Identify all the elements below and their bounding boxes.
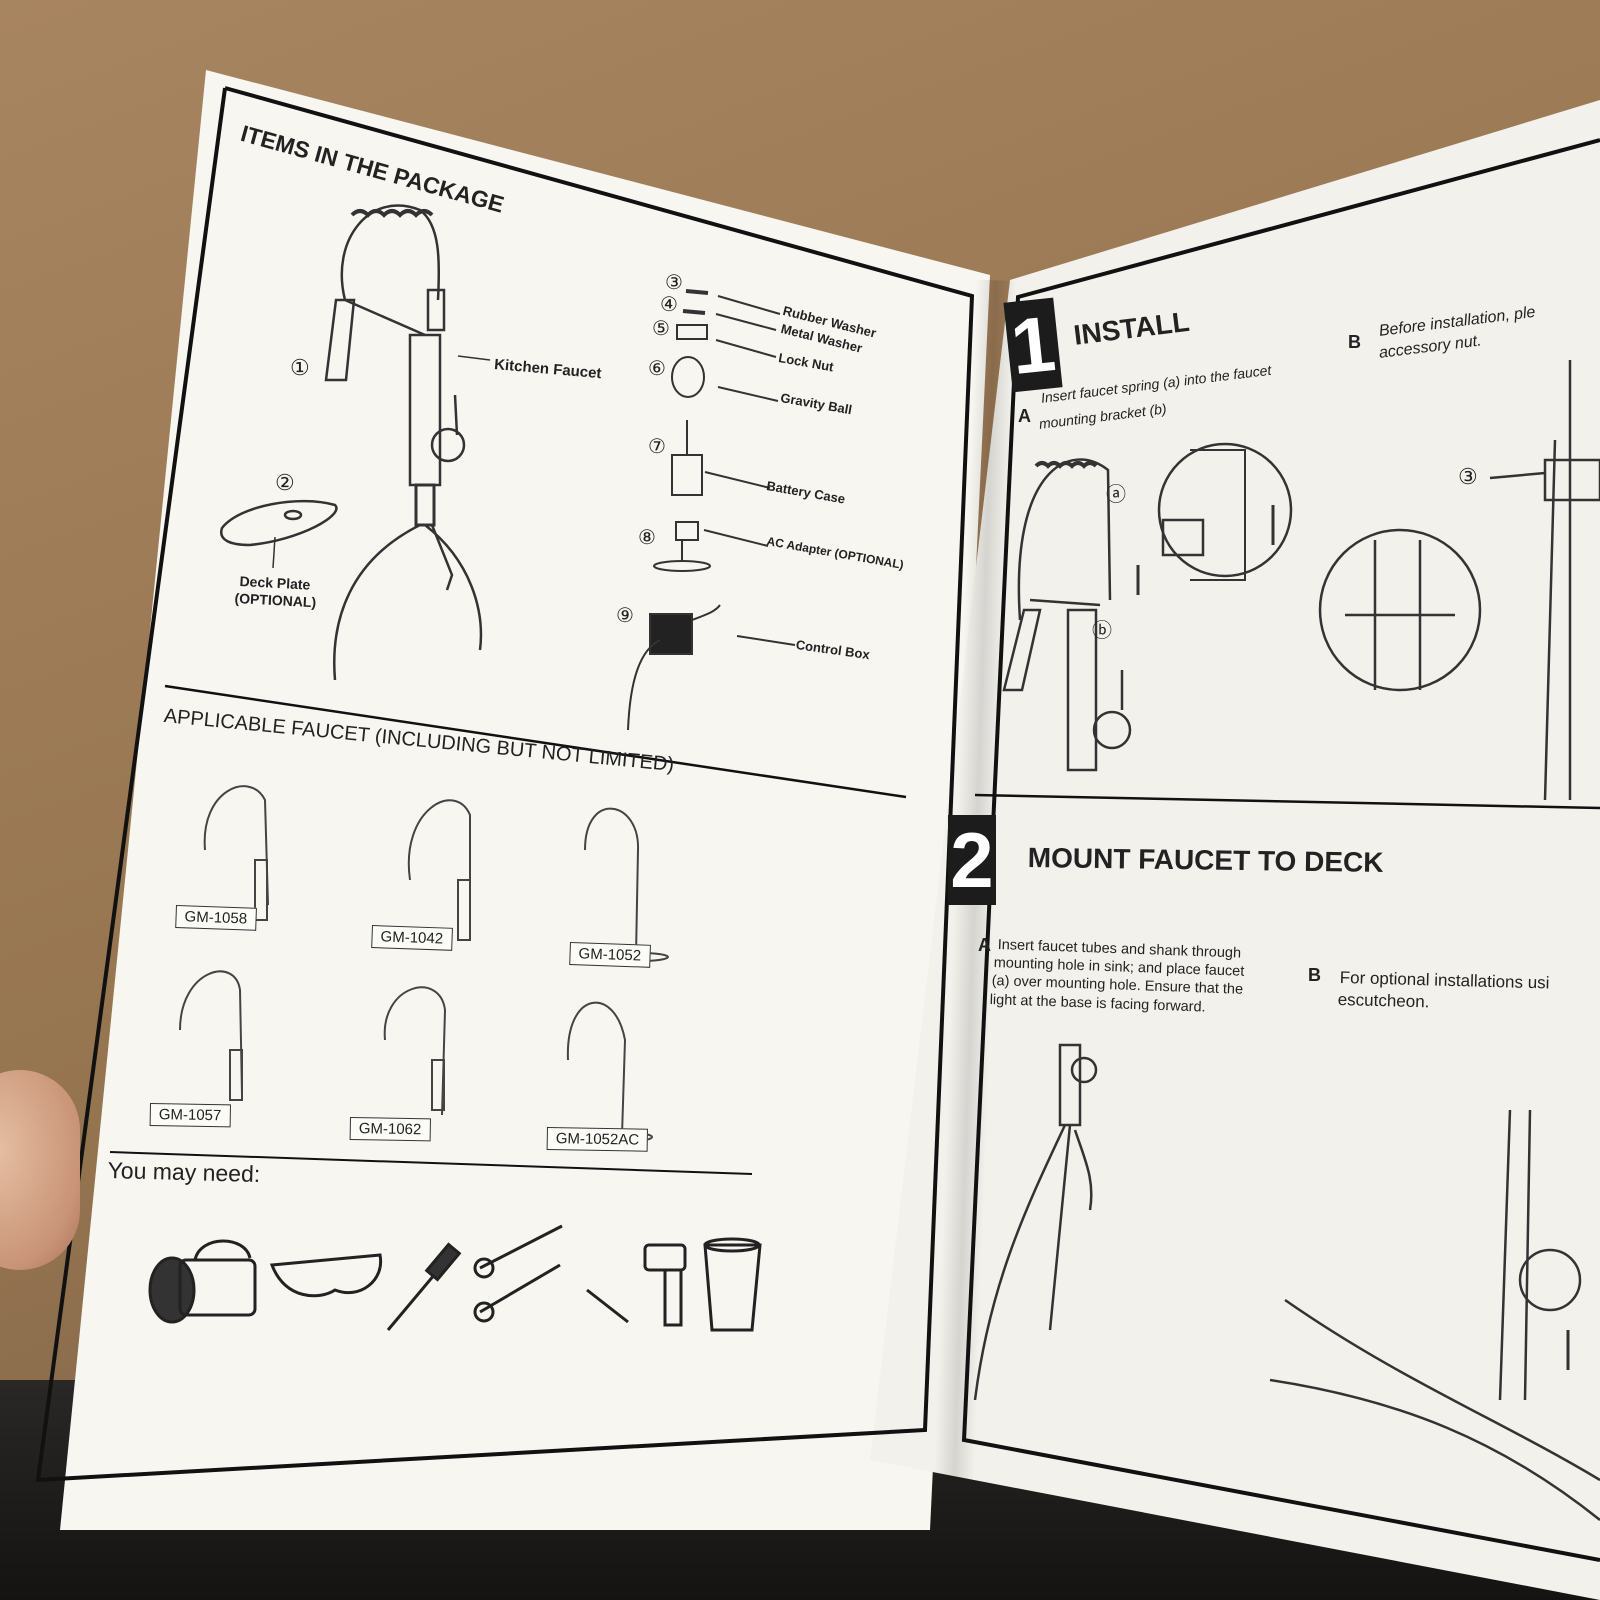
bucket-icon xyxy=(703,1237,762,1332)
small-parts-icons xyxy=(627,289,796,731)
wrench-icon xyxy=(473,1224,563,1323)
step1-a-letter: A xyxy=(1018,406,1031,426)
callout-a: ⓐ xyxy=(1106,484,1126,506)
battery-case-icon xyxy=(671,420,703,496)
pencil-icon xyxy=(586,1288,629,1324)
item-number-9: ⑨ xyxy=(616,605,634,627)
item-number-4: ④ xyxy=(660,294,678,316)
metal-washer-icon xyxy=(682,309,706,315)
item-number-3: ③ xyxy=(665,272,683,294)
step2-faucet-figure xyxy=(973,1043,1600,1521)
step1b-figure xyxy=(1318,360,1600,801)
flashlight-icon xyxy=(148,1239,257,1324)
step1-faucet-figure xyxy=(1002,442,1293,772)
applicable-divider xyxy=(164,684,907,799)
step-divider xyxy=(974,793,1600,810)
detail-zoom-circle xyxy=(1157,442,1293,578)
step1-number-badge: 1 xyxy=(1003,297,1063,393)
ac-adapter-icon xyxy=(653,521,711,572)
screwdriver-icon xyxy=(386,1242,462,1331)
step2-b-letter: B xyxy=(1308,965,1321,985)
item-number-1: ① xyxy=(290,355,310,380)
item-number-7: ⑦ xyxy=(648,436,666,458)
callout-b: ⓑ xyxy=(1092,620,1112,642)
kitchen-faucet-icon xyxy=(324,204,483,681)
kitchen-faucet-leader xyxy=(457,355,491,361)
model-label: GM-1052 xyxy=(569,942,651,968)
item-number-2: ② xyxy=(275,470,295,495)
model-label: GM-1057 xyxy=(149,1103,231,1128)
control-box-icon xyxy=(627,604,721,731)
lock-nut-icon xyxy=(676,324,708,340)
deck-plate-icon xyxy=(220,499,338,569)
rubber-washer-icon xyxy=(685,289,709,295)
tool-icons xyxy=(148,1224,762,1332)
model-label: GM-1042 xyxy=(371,925,453,951)
model-label: GM-1062 xyxy=(349,1117,431,1142)
step2-number-badge: 2 xyxy=(948,815,996,905)
left-page-border xyxy=(35,86,975,1483)
callout-3: ③ xyxy=(1458,464,1478,489)
hand-thumb xyxy=(0,1070,80,1270)
you-may-need-heading: You may need: xyxy=(107,1157,261,1187)
safety-glasses-icon xyxy=(269,1253,383,1298)
step2-title: MOUNT FAUCET TO DECK xyxy=(1027,842,1384,878)
step2-b-text: escutcheon. xyxy=(1337,990,1430,1012)
drill-icon xyxy=(643,1243,687,1327)
step1-b-letter: B xyxy=(1348,332,1361,352)
step2-a-letter: A xyxy=(978,935,991,955)
item-number-8: ⑧ xyxy=(638,527,656,549)
you-may-need-divider xyxy=(109,1151,753,1175)
gravity-ball-icon xyxy=(671,356,705,398)
item-number-5: ⑤ xyxy=(652,318,670,340)
model-label: GM-1052AC xyxy=(546,1127,649,1152)
item-number-6: ⑥ xyxy=(648,358,666,380)
model-label: GM-1058 xyxy=(175,905,257,931)
